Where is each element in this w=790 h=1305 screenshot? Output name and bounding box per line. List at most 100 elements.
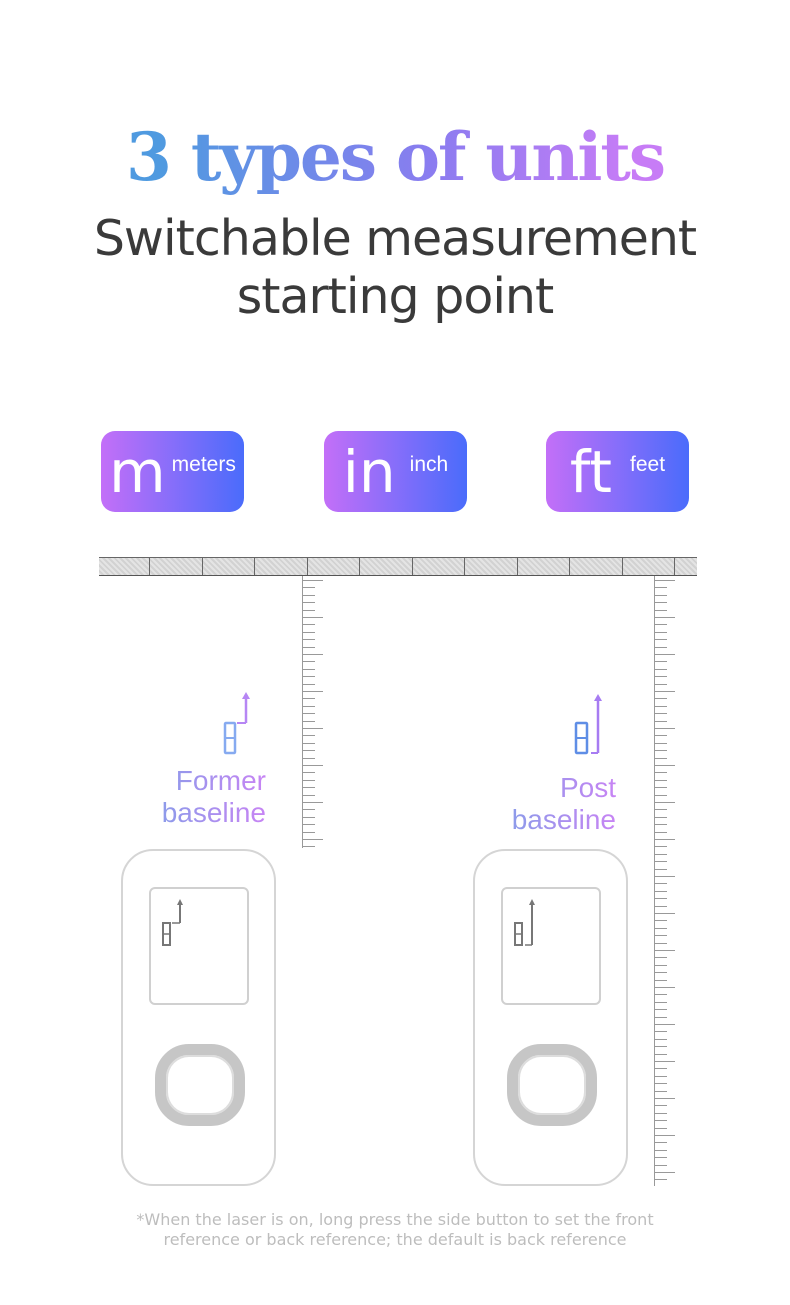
ruler-scale-right <box>654 576 676 1186</box>
ruler-tick <box>655 853 667 855</box>
ruler-tick <box>655 602 667 604</box>
front-reference-icon <box>223 692 250 755</box>
ruler-tick <box>655 631 667 633</box>
ruler-tick <box>655 1068 667 1070</box>
front-reference-icon <box>162 899 183 946</box>
ruler-tick <box>655 942 667 944</box>
ruler-tick <box>655 905 667 907</box>
ruler-tick <box>655 1061 675 1062</box>
ruler-tick <box>303 668 315 670</box>
ruler-tick <box>303 772 315 774</box>
strip-divider <box>674 558 675 575</box>
ruler-tick <box>655 994 667 996</box>
ruler-tick <box>303 742 315 744</box>
ruler-tick <box>655 676 667 678</box>
ruler-tick <box>655 1009 667 1011</box>
unit-badge-inch: in inch <box>324 431 467 512</box>
ruler-tick <box>655 772 667 774</box>
ruler-tick <box>303 683 315 685</box>
ruler-tick <box>655 883 667 885</box>
unit-name: inch <box>409 452 449 476</box>
ruler-tick <box>303 816 315 818</box>
ruler-tick <box>655 617 675 618</box>
ruler-tick <box>655 683 667 685</box>
ruler-tick <box>303 646 315 648</box>
ruler-tick <box>655 691 675 692</box>
ruler-tick <box>655 765 675 766</box>
strip-divider <box>464 558 465 575</box>
ruler-tick <box>303 735 315 737</box>
ruler-tick <box>655 594 667 596</box>
unit-name: meters <box>171 452 236 476</box>
ruler-scale-left <box>302 576 324 848</box>
strip-divider <box>254 558 255 575</box>
back-reference-icon <box>574 694 602 755</box>
ruler-tick <box>655 1135 675 1136</box>
unit-symbol: m <box>109 437 166 506</box>
strip-divider <box>306 558 308 575</box>
ruler-tick <box>655 1149 667 1151</box>
ruler-tick <box>655 1120 667 1122</box>
former-line1: Former <box>175 765 266 796</box>
ruler-tick <box>655 1001 667 1003</box>
ruler-tick <box>655 987 675 988</box>
ruler-tick <box>303 624 315 626</box>
ruler-tick <box>655 927 667 929</box>
post-baseline-label: Post baseline <box>470 772 616 836</box>
ruler-tick <box>303 676 315 678</box>
ruler-tick <box>655 668 667 670</box>
ruler-tick <box>655 964 667 966</box>
ruler-tick <box>655 1105 667 1107</box>
ruler-tick <box>655 972 667 974</box>
post-line2: baseline <box>511 804 616 835</box>
ruler-tick <box>303 639 315 641</box>
ruler-tick <box>655 1075 667 1077</box>
ruler-tick <box>303 794 315 796</box>
ruler-tick <box>655 1127 667 1129</box>
ruler-tick <box>303 661 315 663</box>
ruler-tick <box>303 698 315 700</box>
ruler-tick <box>655 1024 675 1025</box>
unit-name: feet <box>630 452 666 476</box>
former-line2: baseline <box>161 797 266 828</box>
ruler-tick <box>655 654 675 655</box>
ruler-tick <box>655 742 667 744</box>
ruler-tick <box>655 639 667 641</box>
ruler-tick <box>655 846 667 848</box>
ruler-tick <box>303 779 315 781</box>
ruler-tick <box>303 631 315 633</box>
ruler-tick <box>655 1031 667 1033</box>
ruler-tick <box>655 1046 667 1048</box>
strip-divider <box>569 558 570 575</box>
ruler-tick <box>655 1179 667 1181</box>
ruler-tick <box>303 809 315 811</box>
ruler-tick <box>303 713 315 715</box>
ruler-tick <box>303 765 323 766</box>
ruler-tick <box>303 831 315 833</box>
ruler-tick <box>655 794 667 796</box>
ruler-tick <box>303 587 315 589</box>
former-baseline-label: Former baseline <box>120 765 266 829</box>
ruler-tick <box>655 1016 667 1018</box>
ruler-tick <box>303 594 315 596</box>
ruler-tick <box>655 824 667 826</box>
strip-divider <box>359 558 360 575</box>
ruler-tick <box>655 787 667 789</box>
ruler-tick <box>303 802 323 803</box>
ruler-tick <box>655 750 667 752</box>
ruler-tick <box>655 876 675 877</box>
post-line1: Post <box>559 772 616 803</box>
subtitle-line1: Switchable measurement <box>93 210 697 267</box>
ruler-tick <box>655 831 667 833</box>
ruler-tick <box>655 1157 667 1159</box>
ruler-tick <box>303 720 315 722</box>
ruler-tick <box>655 1098 675 1099</box>
ruler-tick <box>655 728 675 729</box>
unit-badge-feet: ft feet <box>546 431 689 512</box>
ruler-tick <box>655 580 675 581</box>
ruler-tick <box>655 609 667 611</box>
ruler-tick <box>655 839 675 840</box>
ruler-tick <box>655 913 675 914</box>
ruler-tick <box>655 802 675 803</box>
ruler-tick <box>655 587 667 589</box>
